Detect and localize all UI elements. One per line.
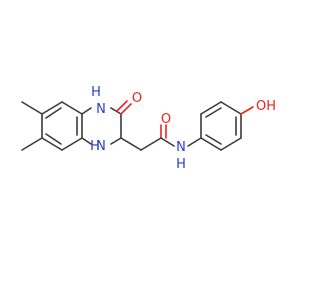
phenol-oh-bond	[240, 106, 254, 115]
n-bottom-label: N	[96, 139, 106, 154]
methyl-top	[21, 101, 43, 115]
n-top-label: N	[96, 102, 106, 117]
amide-n-aryl-bond	[187, 137, 202, 147]
amide-cn-bond	[160, 137, 175, 147]
oh-label: OH	[256, 99, 276, 114]
nh-bottom-h-label: H	[90, 139, 100, 154]
h-amide-label: H	[176, 157, 186, 172]
n-amide-label: N	[176, 140, 186, 155]
methyl-bottom	[21, 137, 43, 151]
nh-top-h-label: H	[91, 85, 101, 100]
molecule-structure: H N O O H N N H OH	[21, 85, 276, 172]
ketone-bond-1	[120, 103, 132, 115]
ch2-bond-1	[120, 137, 142, 151]
ketone-bond-2	[116, 100, 128, 112]
o-ketone-label: O	[132, 91, 142, 106]
pyrazine-ring	[81, 107, 122, 145]
benzo-ring	[41, 101, 83, 151]
phenol-ring	[200, 101, 242, 151]
o-amide-label: O	[161, 112, 171, 127]
ch2-bond-2	[140, 137, 162, 151]
